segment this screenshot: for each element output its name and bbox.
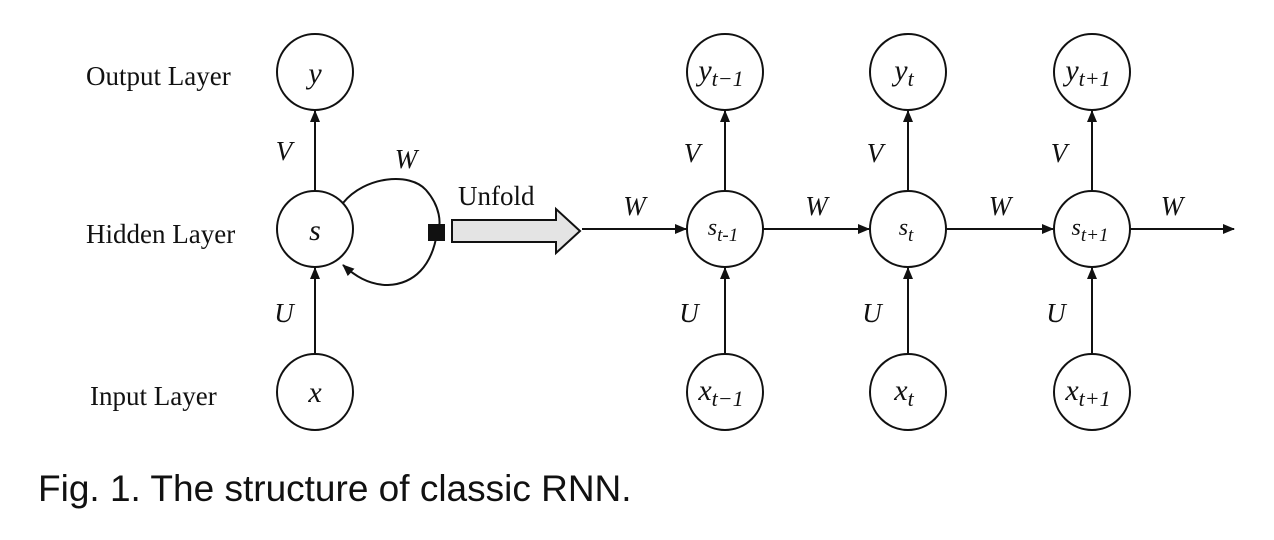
step-v-label: V [1051,138,1071,168]
recurrent-loop-bottom [342,232,438,287]
folded-rnn: y s x V U W [274,33,445,431]
step-w-label: W [623,191,648,221]
hidden-layer-label: Hidden Layer [86,219,235,249]
step-w-label: W [805,191,830,221]
step-output-symbol: yt+1 [1062,54,1110,91]
step-u-label: U [1046,298,1067,328]
unfolded-rnn: yt−1 st-1 xt−1 V U Wyt st xt V U Wyt+1 st+1 xt+1 V U W W [582,33,1235,431]
figure-caption: Fig. 1. The structure of classic RNN. [38,468,632,509]
folded-hidden-symbol: s [309,214,321,247]
step-input-symbol: xt−1 [697,374,743,411]
step-input-symbol: xt [893,374,914,411]
step-u-label: U [679,298,700,328]
step-hidden-symbol: st [899,215,914,246]
recurrent-loop-top [342,178,441,234]
input-layer-label: Input Layer [90,381,217,411]
step-hidden-symbol: st-1 [708,215,738,246]
folded-input-symbol: x [307,376,322,409]
folded-output-symbol: y [305,57,322,90]
output-layer-label: Output Layer [86,61,231,91]
final-w-label: W [1161,191,1186,221]
step-output-symbol: yt−1 [695,54,743,91]
step-v-label: V [867,138,887,168]
unfold-arrow-icon [451,206,582,256]
step-u-label: U [862,298,883,328]
folded-v-label: V [276,136,296,166]
unfold-label: Unfold [458,181,535,211]
step-output-symbol: yt [891,54,914,91]
step-w-label: W [989,191,1014,221]
step-hidden-symbol: st+1 [1072,215,1109,246]
delay-square-icon [428,224,445,241]
step-input-symbol: xt+1 [1064,374,1110,411]
step-v-label: V [684,138,704,168]
folded-u-label: U [274,298,295,328]
folded-w-label: W [395,144,420,174]
